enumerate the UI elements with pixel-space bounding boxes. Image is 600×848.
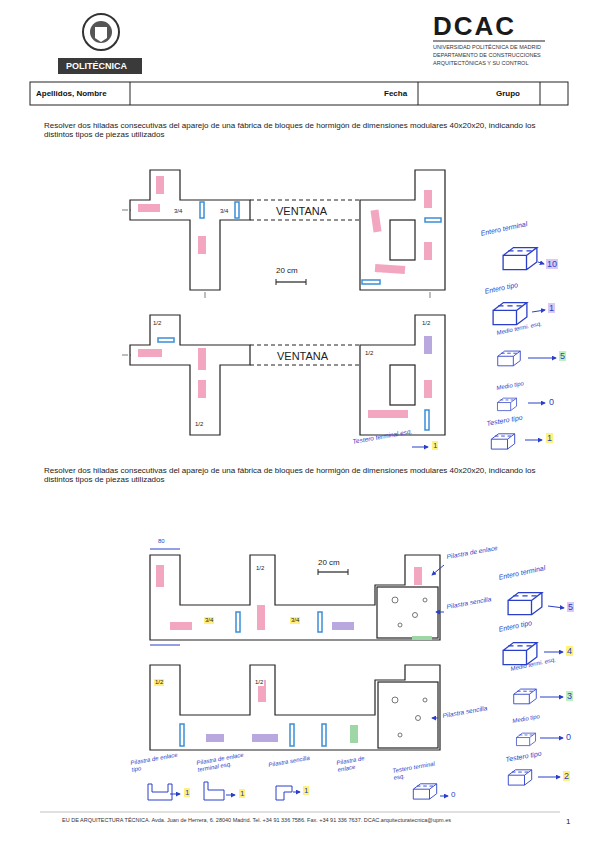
- handwritten-note: Pilastra de enlace: [336, 752, 383, 773]
- handwritten-note: 0: [549, 397, 554, 407]
- handwritten-note: Entero tipo: [484, 281, 519, 296]
- handwritten-note: 0: [566, 732, 571, 742]
- header-cell: Grupo: [490, 82, 540, 105]
- handwritten-note: Pilastra sencilla: [442, 704, 488, 719]
- handwritten-note: 1: [432, 441, 438, 450]
- printed-label: DCAC: [433, 12, 516, 42]
- printed-label: 20 cm: [318, 558, 340, 567]
- printed-label: 1/2: [154, 679, 164, 686]
- handwritten-note: Entero tipo: [498, 619, 533, 634]
- handwritten-note: 1: [303, 786, 309, 795]
- handwritten-note: 2: [563, 771, 570, 781]
- handwritten-note: 5: [559, 351, 566, 361]
- handwritten-note: 80: [158, 538, 165, 545]
- printed-label: VENTANA: [276, 350, 329, 363]
- handwritten-note: Medio tipo: [496, 380, 524, 392]
- handwritten-note: 1: [239, 789, 245, 798]
- printed-label: 1/2: [421, 320, 431, 327]
- printed-label: 3/4: [219, 208, 229, 215]
- printed-label: 1/2: [254, 679, 264, 686]
- printed-label: 1/2: [194, 421, 204, 428]
- handwritten-note: Pilastra de enlace tipo: [130, 750, 187, 773]
- handwritten-note: Pilastra sencilla: [446, 595, 492, 610]
- printed-label: VENTANA: [275, 205, 328, 218]
- handwritten-note: Pilastra de enlace terminal esq.: [196, 750, 253, 773]
- handwritten-note: 1: [548, 303, 555, 313]
- printed-label: UNIVERSIDAD POLITÉCNICA DE MADRID: [433, 44, 541, 50]
- handwritten-note: Pilastra de enlace: [446, 544, 498, 560]
- printed-label: 1: [566, 817, 570, 826]
- printed-label: Resolver dos hiladas consecutivas del ap…: [44, 121, 564, 139]
- handwritten-note: 10: [546, 259, 558, 269]
- header-label: Apellidos, Nombre: [36, 89, 107, 98]
- handwritten-note: 4: [566, 646, 573, 656]
- handwritten-note: Testero tipo: [505, 750, 542, 764]
- printed-label: Resolver dos hiladas consecutivas del ap…: [44, 466, 564, 484]
- handwritten-note: Entero terminal: [480, 220, 528, 238]
- header-label: Fecha: [384, 89, 407, 98]
- handwritten-note: 3: [566, 691, 573, 701]
- handwritten-note: 0: [451, 790, 455, 799]
- printed-label: DEPARTAMENTO DE CONSTRUCCIONES: [433, 52, 541, 58]
- handwritten-note: 1: [546, 433, 553, 443]
- handwritten-note: Testero terminal esq.: [392, 759, 444, 781]
- handwritten-note: 1: [184, 788, 190, 797]
- printed-label: 1/2: [364, 350, 374, 357]
- handwritten-note: Entero terminal: [498, 564, 546, 582]
- handwritten-note: Medio tipo: [512, 713, 540, 725]
- header-cell: Apellidos, Nombre: [30, 82, 130, 105]
- printed-label: EU DE ARQUITECTURA TÉCNICA. Avda. Juan d…: [62, 817, 532, 823]
- printed-label: ARQUITECTÓNICAS Y SU CONTROL: [433, 60, 528, 66]
- handwritten-note: 5: [567, 602, 574, 612]
- header-label: Grupo: [496, 89, 520, 98]
- printed-label: 3/4: [290, 617, 300, 624]
- handwritten-note: Testero tipo: [486, 414, 523, 428]
- printed-label: 1/2: [152, 320, 162, 327]
- printed-label: 1/2: [255, 565, 265, 572]
- printed-label: 20 cm: [276, 266, 298, 275]
- printed-label: 3/4: [173, 208, 183, 215]
- handwritten-note: Pilastra sencilla: [268, 754, 314, 769]
- header-cell: Fecha: [378, 82, 418, 105]
- printed-label: 3/4: [204, 617, 214, 624]
- printed-label: POLITÉCNICA: [66, 61, 127, 71]
